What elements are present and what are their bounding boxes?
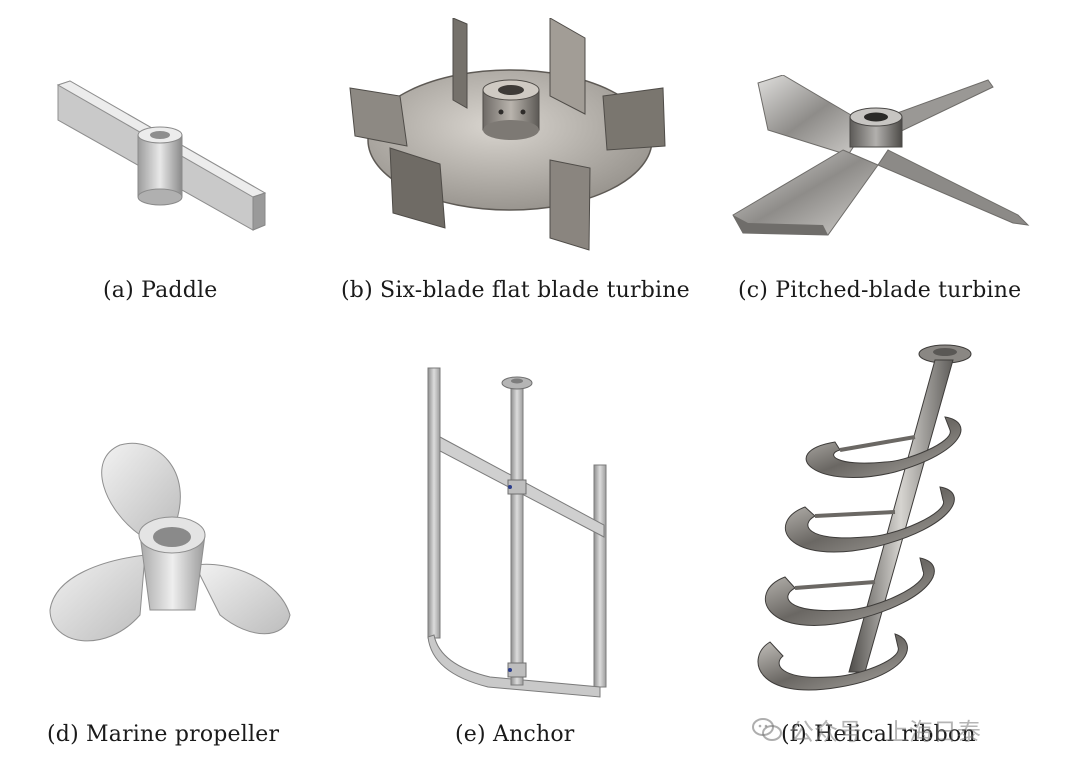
watermark-text: 公众号 · 上海日泰 <box>790 718 981 746</box>
wechat-logo-icon <box>752 717 782 741</box>
caption-helical-ribbon: (f) Helical ribbon <box>781 722 976 747</box>
caption-pitched-blade-turbine: (c) Pitched-blade turbine <box>738 278 1022 303</box>
caption-flat-blade-turbine: (b) Six-blade flat blade turbine <box>341 278 690 303</box>
paddle-impeller-icon <box>56 80 267 231</box>
caption-anchor: (e) Anchor <box>455 722 575 747</box>
watermark: 公众号 · 上海日泰 <box>752 712 981 747</box>
caption-paddle: (a) Paddle <box>103 278 218 303</box>
flat-blade-turbine-icon <box>349 18 666 251</box>
caption-marine-propeller: (d) Marine propeller <box>47 722 280 747</box>
marine-propeller-icon <box>49 442 291 642</box>
helical-ribbon-icon <box>757 344 972 691</box>
anchor-impeller-icon <box>427 367 607 698</box>
pitched-blade-turbine-icon <box>732 75 1030 236</box>
